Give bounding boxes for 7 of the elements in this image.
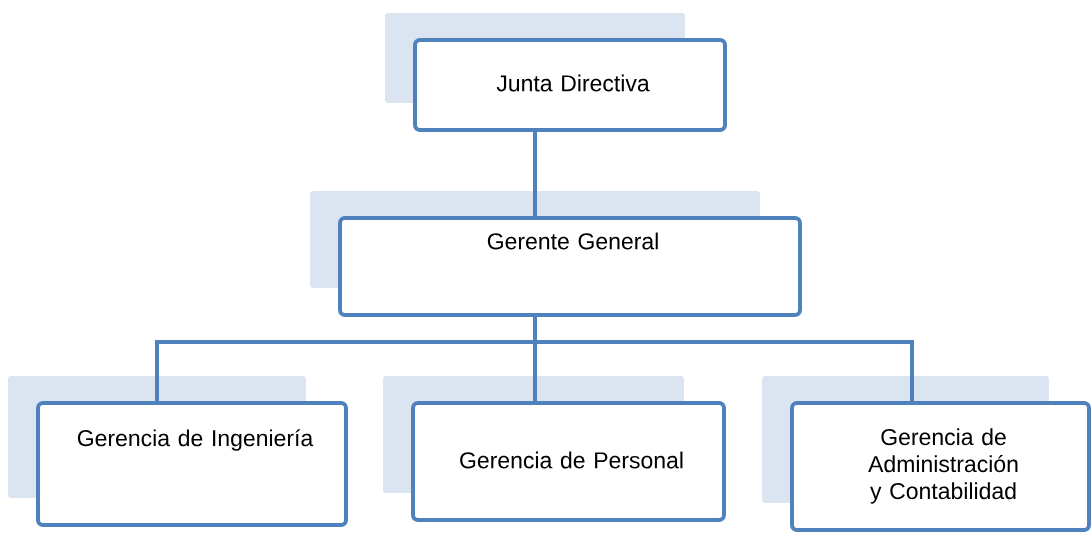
org-box: Gerencia de Ingeniería [8,376,348,527]
org-box: Gerencia de Administración y Contabilidad [762,376,1091,532]
connector-line [533,316,914,402]
org-box: Gerente General [310,191,802,317]
connector-line [533,131,537,217]
org-box: Junta Directiva [385,13,727,132]
org-box: Gerencia de Personal [383,376,726,522]
